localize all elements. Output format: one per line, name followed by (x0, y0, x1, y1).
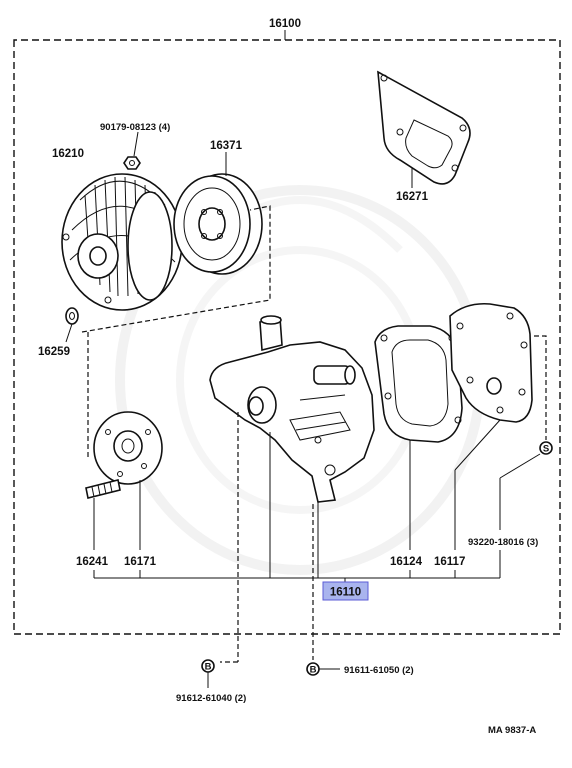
label-91611-61050[interactable]: 91611-61050 (2) (344, 665, 414, 676)
label-16171[interactable]: 16171 (124, 556, 157, 568)
svg-text:B: B (310, 665, 317, 676)
label-16100[interactable]: 16100 (269, 18, 301, 30)
label-16259[interactable]: 16259 (38, 346, 70, 358)
label-16124[interactable]: 16124 (390, 556, 423, 568)
pulley-16371 (173, 152, 263, 275)
plate-16117 (449, 302, 533, 550)
label-16241[interactable]: 16241 (76, 556, 109, 568)
hub-16171 (93, 411, 163, 550)
svg-text:B: B (205, 662, 212, 673)
stud-marker-s: S (499, 441, 553, 530)
figure-code: MA 9837-A (488, 725, 536, 736)
label-16117[interactable]: 16117 (434, 556, 465, 568)
label-16271[interactable]: 16271 (396, 191, 429, 203)
svg-text:S: S (543, 444, 549, 455)
label-16110-highlight[interactable]: 16110 (322, 581, 369, 601)
label-16371[interactable]: 16371 (210, 140, 243, 152)
bolt-marker-right: B (306, 662, 340, 676)
nut-90179 (123, 131, 141, 170)
stud-16241 (85, 479, 121, 550)
label-91612-61040[interactable]: 91612-61040 (2) (176, 693, 246, 704)
label-93220-18016[interactable]: 93220-18016 (3) (468, 537, 538, 548)
label-16110[interactable]: 16110 (330, 587, 361, 599)
gasket-16124 (374, 325, 463, 550)
label-16210[interactable]: 16210 (52, 148, 84, 160)
assembly-frame (13, 39, 561, 635)
nut-16259 (65, 307, 79, 343)
fluid-coupling-16210 (61, 173, 183, 311)
bolt-marker-left: B (201, 659, 238, 688)
water-pump-16110 (209, 315, 375, 503)
gasket-16271 (377, 70, 471, 188)
label-90179-08123[interactable]: 90179-08123 (4) (100, 122, 170, 133)
